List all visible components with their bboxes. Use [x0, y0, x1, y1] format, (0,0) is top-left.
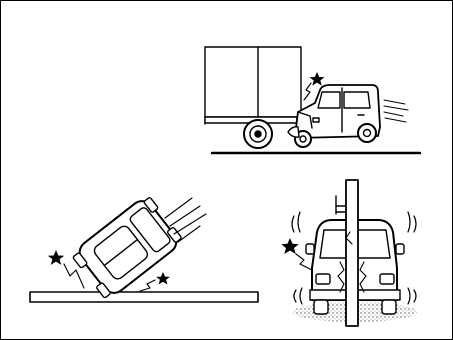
ground-slab: [30, 292, 258, 302]
